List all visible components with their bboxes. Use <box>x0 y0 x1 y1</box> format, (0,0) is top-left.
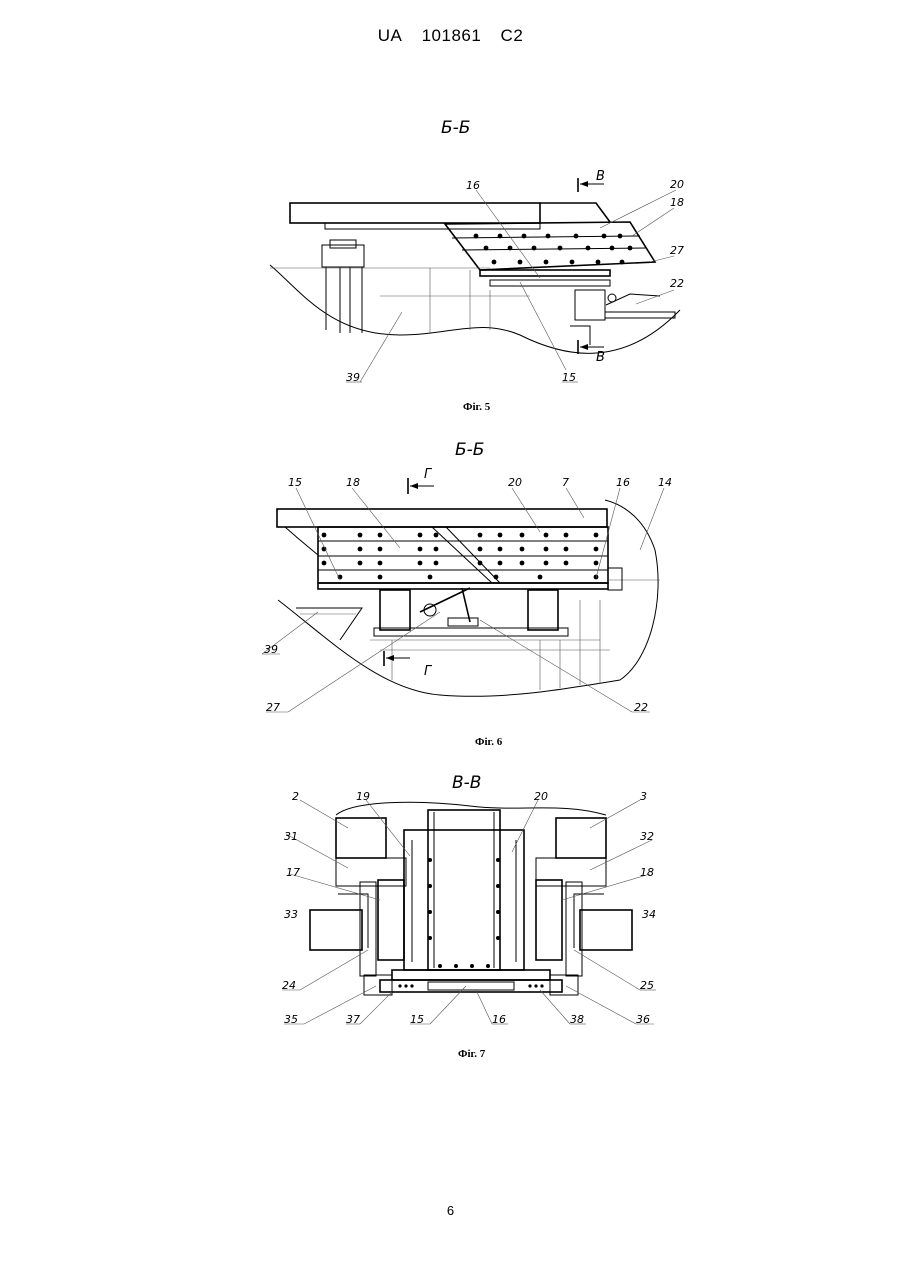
fig7-label-18: 18 <box>640 866 654 879</box>
fig7-label-36: 36 <box>636 1013 650 1026</box>
fig7-label-17: 17 <box>286 866 300 879</box>
fig7-base-bolts <box>398 984 543 987</box>
fig7-label-15: 15 <box>410 1013 424 1026</box>
fig7-label-32: 32 <box>640 830 654 843</box>
fig7-label-19: 19 <box>356 790 370 803</box>
fig7-label-16: 16 <box>492 1013 506 1026</box>
fig7-label-31: 31 <box>284 830 298 843</box>
fig7-label-35: 35 <box>284 1013 298 1026</box>
fig7-label-38: 38 <box>570 1013 584 1026</box>
fig7-label-2: 2 <box>292 790 299 803</box>
fig7-label-37: 37 <box>346 1013 360 1026</box>
fig7-caption: Фіг. 7 <box>458 1048 485 1060</box>
page-number: 6 <box>0 1203 901 1218</box>
fig7-label-34: 34 <box>642 908 656 921</box>
fig7-label-3: 3 <box>640 790 647 803</box>
fig7-label-25: 25 <box>640 979 654 992</box>
fig7-label-24: 24 <box>282 979 296 992</box>
fig7-inner-bolts <box>428 858 500 968</box>
fig7-label-33: 33 <box>284 908 298 921</box>
fig7-label-20: 20 <box>534 790 548 803</box>
